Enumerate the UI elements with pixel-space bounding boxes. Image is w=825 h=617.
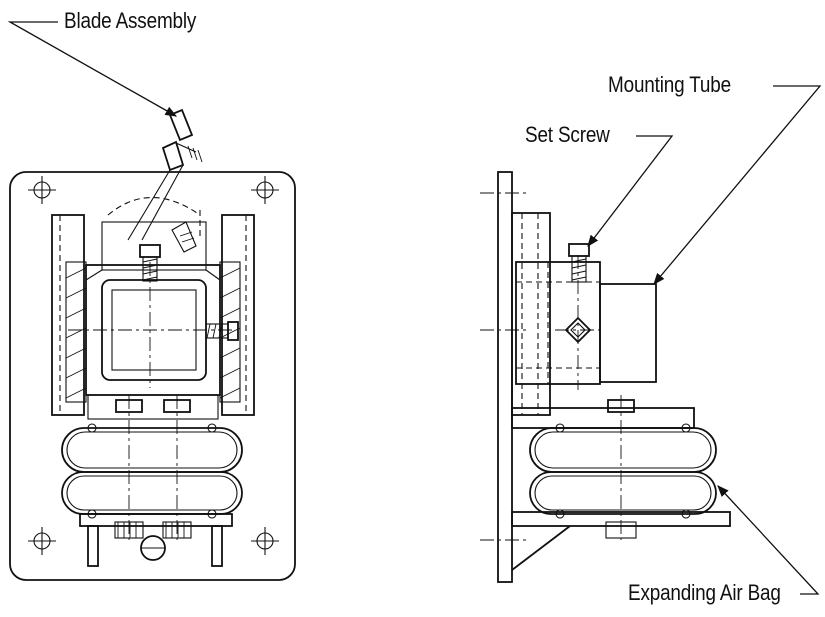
- air-bag-leader: [717, 485, 820, 595]
- side-view: [480, 171, 731, 583]
- side-mounting-plate: [497, 171, 513, 583]
- blade-assembly-leader: [7, 21, 178, 117]
- front-corner-holes: [28, 176, 279, 555]
- front-bottom-bracket: [79, 513, 233, 567]
- front-mounting-plate: [9, 171, 296, 581]
- leader-lines: [7, 21, 822, 595]
- side-air-bag: [529, 423, 717, 519]
- expanding-air-bag-label: Expanding Air Bag: [628, 580, 781, 605]
- front-view: [9, 108, 296, 581]
- front-center-housing: [68, 197, 232, 420]
- front-blade-bolts: [127, 108, 239, 341]
- side-diamond-nut: [564, 316, 592, 344]
- front-base-bolts: [115, 395, 191, 540]
- mounting-tube-leader: [653, 85, 822, 285]
- side-set-screw: [568, 243, 590, 283]
- set-screw-label: Set Screw: [525, 122, 610, 147]
- set-screw-leader: [587, 135, 674, 247]
- front-air-bag: [61, 423, 243, 519]
- mounting-tube-label: Mounting Tube: [608, 72, 731, 97]
- blade-assembly-label: Blade Assembly: [64, 8, 197, 33]
- side-mounting-tube: [599, 283, 657, 383]
